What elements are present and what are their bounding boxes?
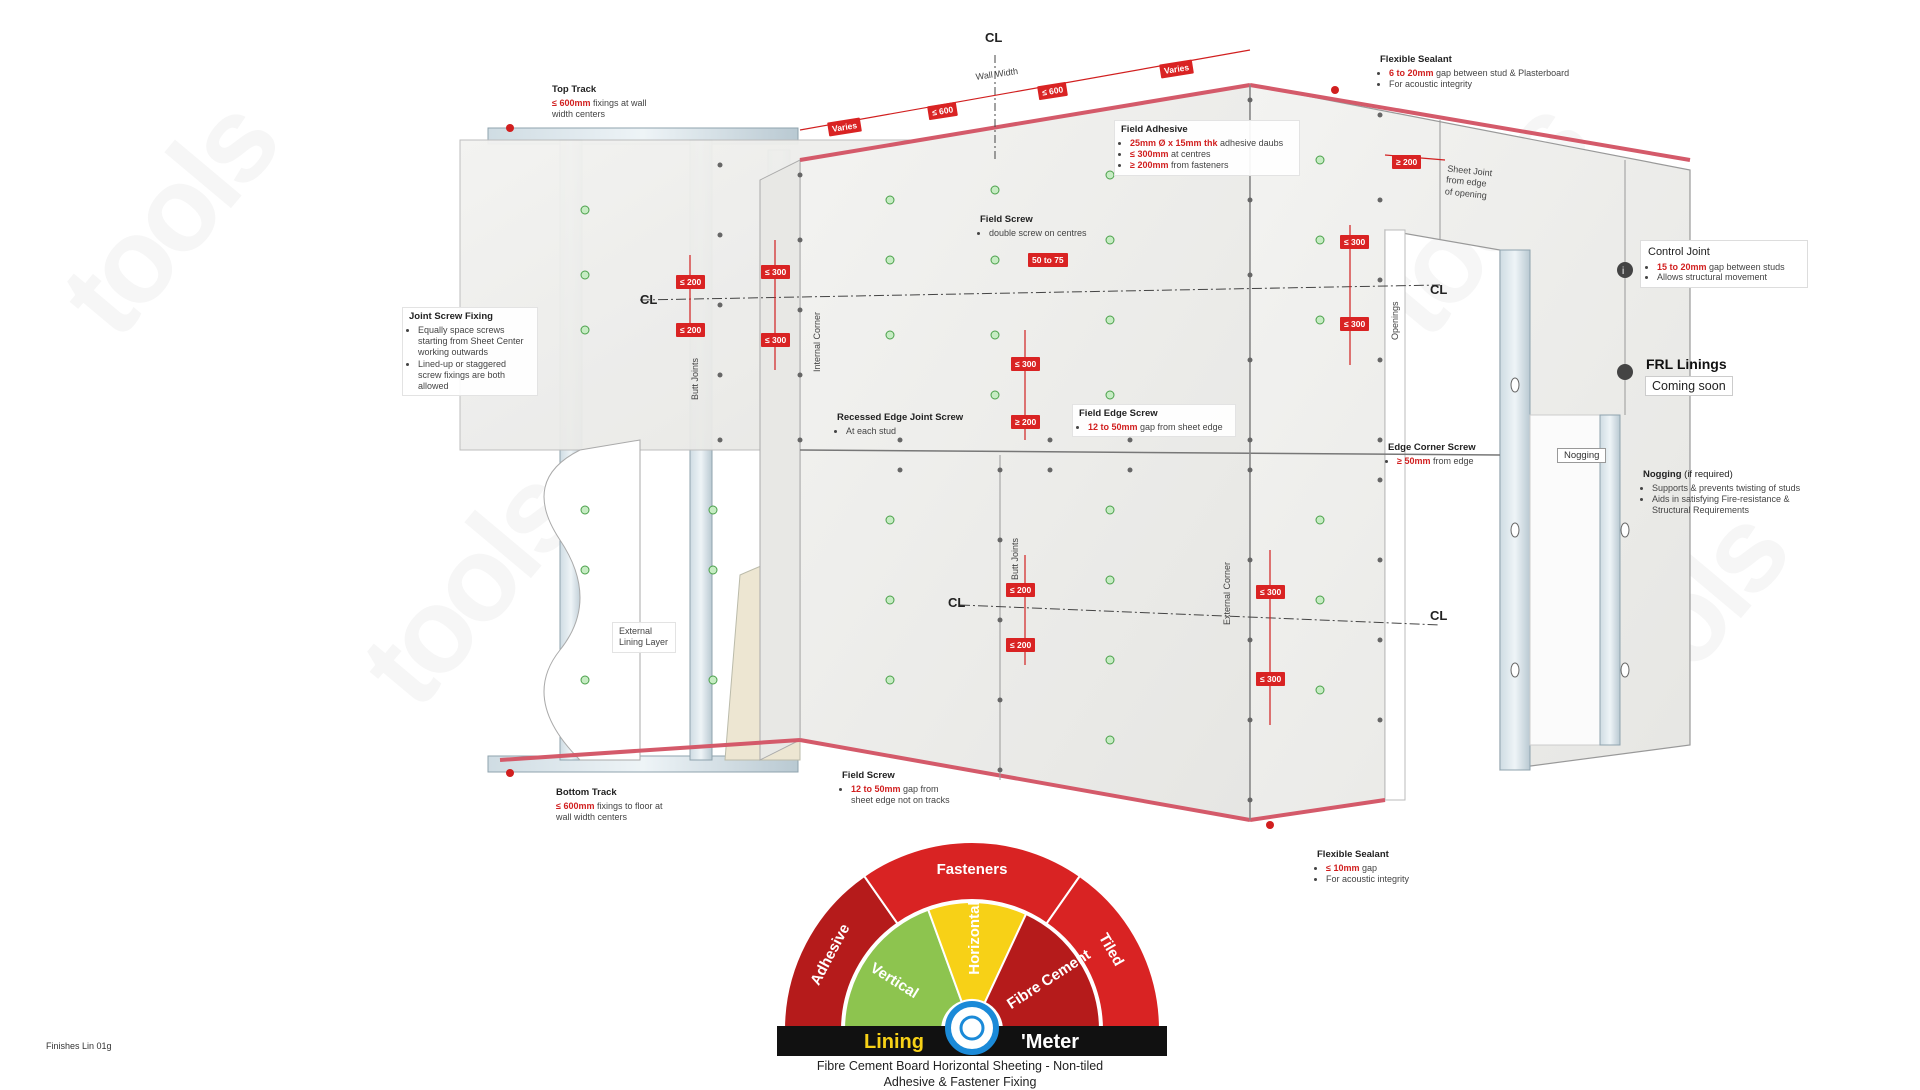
- screw-markers: [717, 97, 1383, 803]
- openings-label: Openings: [1390, 301, 1400, 340]
- external-lining-label: External Lining Layer: [612, 622, 676, 653]
- top-track-callout: Top Track ≤ 600mm fixings at wall width …: [552, 84, 647, 120]
- joint-screw-callout: Joint Screw Fixing Equally space screws …: [402, 307, 538, 397]
- edge-corner-callout: Edge Corner Screw ≥ 50mm from edge: [1388, 442, 1498, 467]
- dimension-tag: ≤ 300: [761, 333, 791, 347]
- control-joint-callout: Control Joint 15 to 20mm gap between stu…: [1640, 240, 1808, 288]
- meter-inner-vertical: [842, 908, 964, 1031]
- meter-label-horizontal: Horizontal: [966, 901, 983, 974]
- cl-marker: CL: [640, 292, 658, 307]
- dimension-tag: 50 to 75: [1028, 253, 1068, 267]
- field-screw-top-callout: Field Screw double screw on centres: [980, 214, 1100, 239]
- meter-inner-fibre-cement: [983, 912, 1102, 1031]
- meter-label-fasteners: Fasteners: [937, 861, 1008, 878]
- diagram-code: Finishes Lin 01g: [46, 1041, 112, 1051]
- cl-marker: CL: [985, 30, 1003, 45]
- butt-joints-label: Butt Joints: [690, 357, 700, 400]
- field-adhesive-callout: Field Adhesive 25mm Ø x 15mm thk adhesiv…: [1114, 120, 1300, 176]
- meter-title-lining: Lining: [864, 1031, 924, 1053]
- sheet-joint-label: Sheet Joint from edge of opening: [1444, 163, 1493, 201]
- adhesive-daubs: [580, 155, 1325, 745]
- frl-linings-title: FRL Linings: [1646, 356, 1727, 372]
- dimension-tag: ≤ 200: [676, 323, 706, 337]
- nogging-callout: Nogging (if required) Supports & prevent…: [1643, 469, 1803, 517]
- svg-text:i: i: [1622, 266, 1624, 277]
- cl-marker: CL: [1430, 282, 1448, 297]
- frl-coming-soon-badge[interactable]: Coming soon: [1645, 376, 1733, 396]
- dimension-tag: ≤ 200: [1006, 638, 1036, 652]
- meter-inner-horizontal: [926, 901, 1028, 1005]
- dimension-tag: ≥ 200: [1011, 415, 1041, 429]
- meter-hub-icon: [945, 1001, 999, 1055]
- dimension-tag: ≤ 200: [676, 275, 706, 289]
- internal-corner-label: Internal Corner: [812, 311, 822, 372]
- dimension-tag: ≤ 300: [1256, 585, 1286, 599]
- dimension-tag: ≤ 200: [1006, 583, 1036, 597]
- bottom-track-callout: Bottom Track ≤ 600mm fixings to floor at…: [556, 787, 663, 823]
- callout-pins: [506, 86, 1339, 829]
- field-edge-callout: Field Edge Screw 12 to 50mm gap from she…: [1072, 404, 1236, 438]
- dimension-tag: ≤ 300: [1340, 235, 1370, 249]
- flexible-sealant-bottom-callout: Flexible Sealant ≤ 10mm gap For acoustic…: [1317, 849, 1437, 885]
- dimension-tag: ≤ 300: [761, 265, 791, 279]
- external-corner-label: External Corner: [1222, 561, 1232, 625]
- dimension-tag: ≤ 300: [1011, 357, 1041, 371]
- dimension-tag: ≤ 300: [1256, 672, 1286, 686]
- flexible-sealant-top-callout: Flexible Sealant 6 to 20mm gap between s…: [1380, 54, 1580, 90]
- cl-marker: CL: [1430, 608, 1448, 623]
- diagram-caption: Fibre Cement Board Horizontal Sheeting -…: [816, 1059, 1104, 1089]
- dimension-tag: ≥ 200: [1392, 155, 1422, 169]
- lining-meter: AdhesiveFastenersTiledVerticalHorizontal…: [777, 841, 1167, 1056]
- dimension-tag: ≤ 300: [1340, 317, 1370, 331]
- field-screw-bottom-callout: Field Screw 12 to 50mm gap from sheet ed…: [842, 770, 962, 806]
- recessed-edge-callout: Recessed Edge Joint Screw At each stud: [837, 412, 967, 437]
- meter-title-meter: 'Meter: [1021, 1031, 1079, 1053]
- nogging-label: Nogging: [1557, 448, 1607, 463]
- meter-hub-inner-icon: [959, 1015, 985, 1041]
- butt-joints-label: Butt Joints: [1010, 537, 1020, 580]
- cl-marker: CL: [948, 595, 966, 610]
